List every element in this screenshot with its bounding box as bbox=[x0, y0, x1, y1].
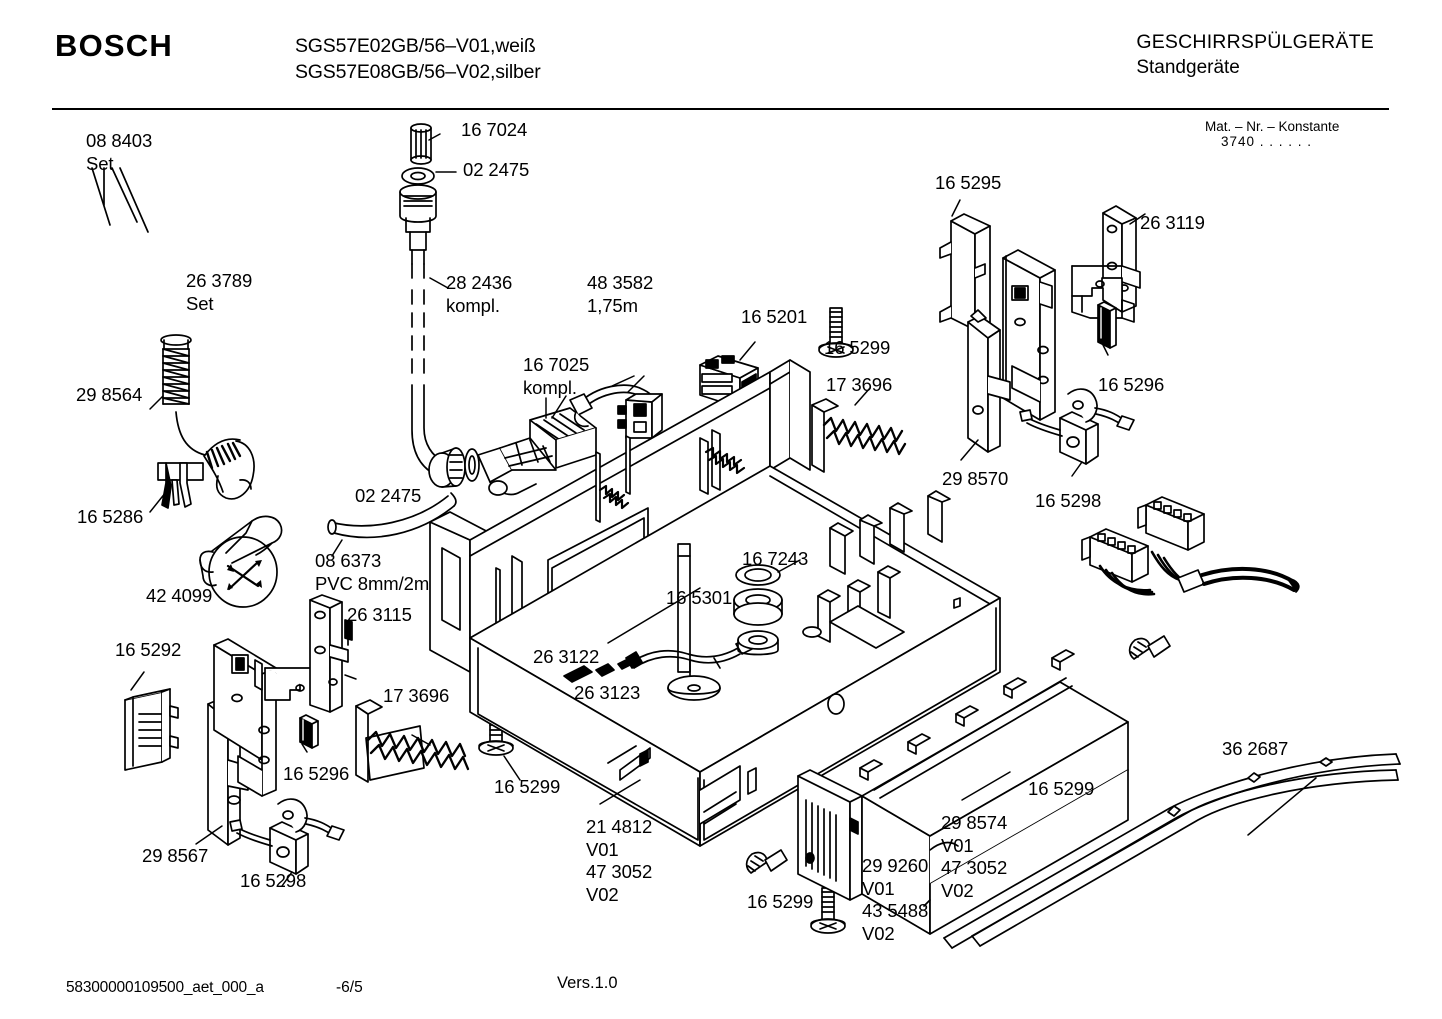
part-165286-clip bbox=[149, 462, 204, 513]
part-298564-hose bbox=[175, 411, 255, 500]
appliance-category-block: GESCHIRRSPÜLGERÄTE Standgeräte bbox=[1136, 30, 1374, 80]
callout-483582: 48 3582 1,75m bbox=[587, 272, 654, 316]
part-173696-spring-upper bbox=[811, 387, 907, 473]
callout-022475-top: 02 2475 bbox=[463, 159, 530, 180]
header-divider bbox=[52, 108, 1389, 110]
part-165298-switch-right bbox=[1019, 388, 1135, 477]
callout-214812: 21 4812 V01 47 3052 V02 bbox=[586, 816, 653, 905]
part-165299-screw-lowerright bbox=[810, 887, 846, 934]
part-167024-filter bbox=[410, 123, 441, 165]
callout-263123: 26 3123 bbox=[574, 682, 641, 703]
callout-263119: 26 3119 bbox=[1140, 212, 1205, 233]
callout-299260: 29 9260 V01 43 5488 V02 bbox=[862, 855, 929, 944]
callout-167025: 16 7025 kompl. bbox=[523, 354, 590, 398]
callout-165299-right: 16 5299 bbox=[1028, 778, 1095, 799]
callout-088403: 08 8403 Set bbox=[86, 130, 153, 174]
callout-298567: 29 8567 bbox=[142, 845, 209, 866]
part-282436-inlet-hose bbox=[399, 184, 449, 475]
callout-086373: 08 6373 PVC 8mm/2m bbox=[315, 550, 430, 594]
callout-424099: 42 4099 bbox=[146, 585, 213, 606]
material-number-constant-block: Mat. – Nr. – Konstante 3740 . . . . . . bbox=[1205, 119, 1339, 149]
leader-lines-088403 bbox=[91, 167, 149, 233]
part-263115-hinge bbox=[264, 594, 357, 713]
category-sub: Standgeräte bbox=[1136, 57, 1240, 78]
callout-165299-bottom: 16 5299 bbox=[747, 891, 814, 912]
callout-173696-lower: 17 3696 bbox=[383, 685, 450, 706]
callout-282436: 28 2436 kompl. bbox=[446, 272, 513, 316]
part-298570-bracket bbox=[960, 309, 1011, 461]
callout-167243: 16 7243 bbox=[742, 548, 809, 569]
part-298570-main-plate bbox=[1002, 249, 1056, 421]
part-165201-connector bbox=[699, 341, 759, 409]
part-165292-endcap bbox=[124, 671, 179, 771]
footer-document-id: 58300000109500_aet_000_a bbox=[66, 979, 264, 996]
callout-298570: 29 8570 bbox=[942, 468, 1009, 489]
callout-165296-lower: 16 5296 bbox=[283, 763, 350, 784]
callout-165296-right: 16 5296 bbox=[1098, 374, 1165, 395]
page-header: BOSCH SGS57E02GB/56–V01,weiß SGS57E08GB/… bbox=[0, 0, 1442, 149]
part-263119-hinge bbox=[1071, 265, 1135, 323]
callout-167024: 16 7024 bbox=[461, 119, 528, 140]
footer-page-number: -6/5 bbox=[336, 979, 363, 996]
part-167025-valve bbox=[428, 395, 597, 496]
callout-022475-lower: 02 2475 bbox=[355, 485, 422, 506]
callout-165292: 16 5292 bbox=[115, 639, 182, 660]
callout-362687: 36 2687 bbox=[1222, 738, 1289, 759]
callout-298564: 29 8564 bbox=[76, 384, 143, 405]
callout-173696-upper: 17 3696 bbox=[826, 374, 893, 395]
matnr-value: 3740 . . . . . . bbox=[1221, 134, 1313, 149]
part-173696-spring-lower bbox=[355, 699, 470, 783]
part-165296-clip-right bbox=[1097, 301, 1117, 356]
callout-165201: 16 5201 bbox=[741, 306, 808, 327]
screw-cross bbox=[226, 560, 262, 591]
part-165296-clip-lower bbox=[299, 714, 319, 753]
part-screw-loose-right bbox=[1128, 635, 1171, 660]
part-022475-seal-top bbox=[401, 167, 457, 185]
category-main: GESCHIRRSPÜLGERÄTE bbox=[1136, 31, 1374, 53]
part-263119-bracket bbox=[1102, 205, 1146, 313]
callout-263115: 26 3115 bbox=[347, 604, 412, 625]
footer-version: Vers.1.0 bbox=[557, 974, 618, 992]
part-362687-trim bbox=[943, 753, 1401, 949]
part-424099-pump bbox=[199, 515, 283, 608]
callout-263122: 26 3122 bbox=[533, 646, 600, 667]
model-line-1: SGS57E02GB/56–V01,weiß bbox=[295, 35, 536, 57]
callout-165299-lowerleft: 16 5299 bbox=[494, 776, 561, 797]
part-165301-wire bbox=[625, 635, 759, 677]
part-wiring-harness bbox=[1081, 496, 1300, 596]
callout-165301: 16 5301 bbox=[666, 587, 733, 608]
model-line-2: SGS57E08GB/56–V02,silber bbox=[295, 61, 541, 83]
part-165299-screw-lowerleft bbox=[478, 705, 521, 781]
callout-165295: 16 5295 bbox=[935, 172, 1002, 193]
part-167243-rings bbox=[733, 559, 801, 656]
callout-165299-top: 16 5299 bbox=[824, 337, 891, 358]
part-screw-loose-centre bbox=[745, 849, 788, 874]
part-165295-cover bbox=[939, 199, 991, 331]
part-298567-bracket bbox=[195, 698, 249, 846]
part-263115-plate bbox=[213, 638, 277, 797]
bosch-logo: BOSCH bbox=[55, 28, 173, 63]
callout-165298-right: 16 5298 bbox=[1035, 490, 1102, 511]
callout-263789: 26 3789 Set bbox=[186, 270, 253, 314]
callout-298574: 29 8574 V01 47 3052 V02 bbox=[941, 812, 1008, 901]
matnr-label: Mat. – Nr. – Konstante bbox=[1205, 119, 1340, 134]
callout-165286: 16 5286 bbox=[77, 506, 144, 527]
model-designation-block: SGS57E02GB/56–V01,weiß SGS57E08GB/56–V02… bbox=[295, 33, 541, 85]
part-263789-spring bbox=[149, 334, 192, 410]
callout-165298-lower: 16 5298 bbox=[240, 870, 307, 891]
